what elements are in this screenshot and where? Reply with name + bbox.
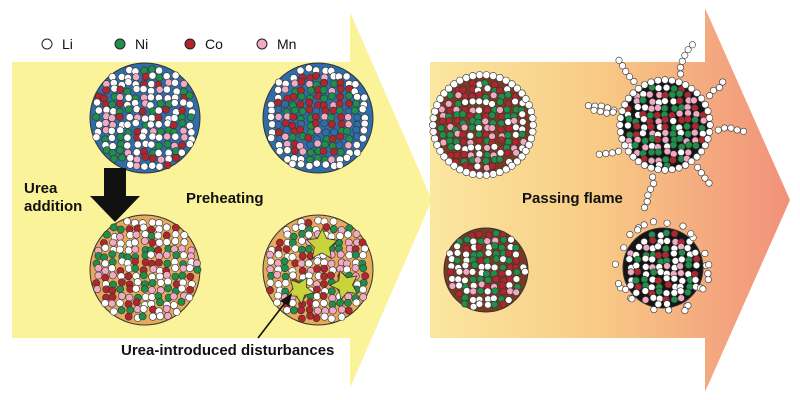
- disturbance-pointer-head: [280, 293, 292, 306]
- legend-swatch-ni: [114, 38, 126, 50]
- particle-flame-product-top-left: [429, 71, 537, 179]
- passing-flame-label: Passing flame: [522, 190, 623, 207]
- urea-label-line1: Urea: [24, 180, 58, 197]
- legend-swatch-co: [184, 38, 196, 50]
- legend-label-co: Co: [205, 36, 223, 52]
- particle-urea-precursor: [89, 214, 202, 326]
- legend-swatch-mn: [256, 38, 268, 50]
- disturbance-pointer-line: [257, 298, 289, 339]
- legend-swatch-li: [41, 38, 53, 50]
- particle-flame-product-bottom-left: [443, 227, 529, 313]
- legend: Li Ni Co Mn: [41, 36, 296, 52]
- preheating-label: Preheating: [186, 190, 264, 207]
- legend-item-li: Li: [41, 36, 73, 52]
- particle-precursor: [89, 62, 201, 174]
- urea-addition-arrow: [90, 168, 140, 222]
- disturbances-label: Urea-introduced disturbances: [121, 342, 334, 359]
- urea-label-line2: addition: [24, 198, 82, 215]
- legend-label-ni: Ni: [135, 36, 148, 52]
- legend-label-mn: Mn: [277, 36, 296, 52]
- legend-item-mn: Mn: [256, 36, 296, 52]
- legend-label-li: Li: [62, 36, 73, 52]
- particle-preheated: [262, 62, 374, 174]
- particle-flame-product-top-right: [584, 41, 747, 212]
- legend-item-co: Co: [184, 36, 223, 52]
- particle-urea-preheated: [262, 214, 374, 326]
- legend-item-ni: Ni: [114, 36, 148, 52]
- particle-flame-product-bottom-right: [611, 218, 713, 315]
